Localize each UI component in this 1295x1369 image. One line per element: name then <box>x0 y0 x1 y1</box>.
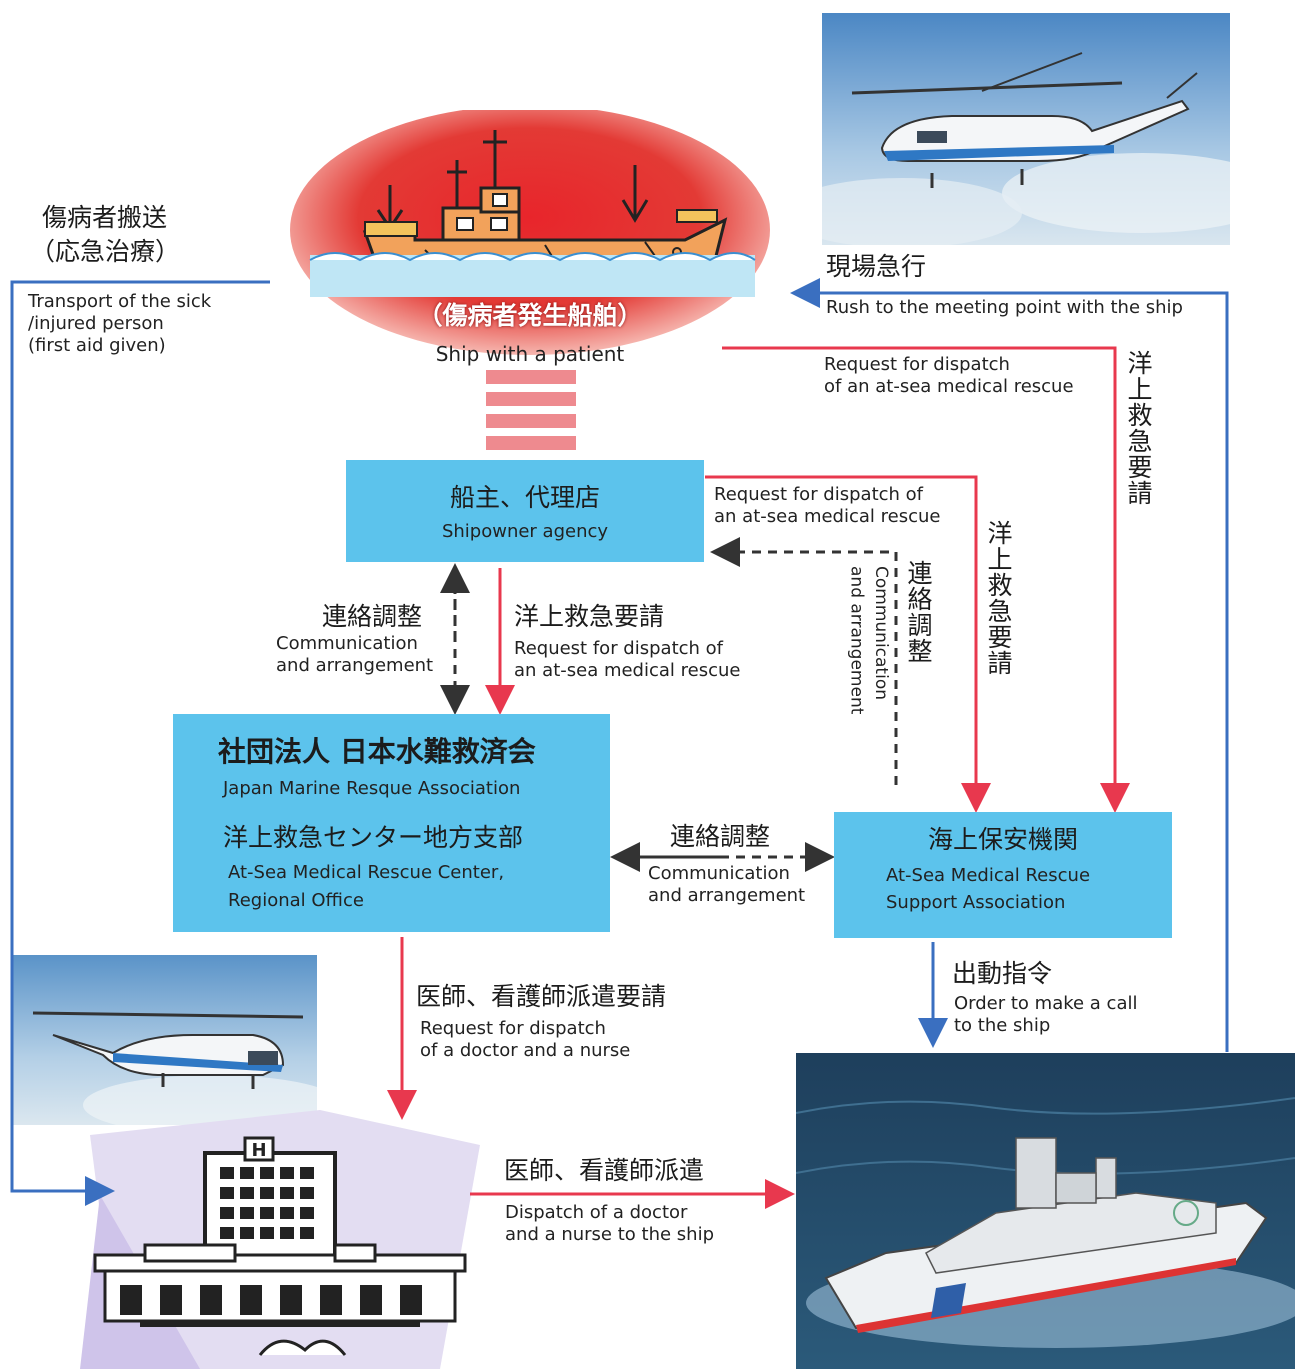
request-mid-en2: an at-sea medical rescue <box>714 506 941 527</box>
comm-horizontal-en1: Communication <box>648 863 790 884</box>
comm-vertical-en-group: Communication and arrangement <box>846 566 891 736</box>
comm-vertical-en1: Communication <box>871 566 891 700</box>
doctor-dispatch-jp: 医師、看護師派遣 <box>504 1156 705 1185</box>
comm-left-jp: 連絡調整 <box>322 602 423 631</box>
request-mid-en1: Request for dispatch of <box>714 484 924 505</box>
jmra-jp2: 洋上救急センター地方支部 <box>223 823 524 852</box>
transport-label-en2: /injured person <box>28 313 164 334</box>
order-en2: to the ship <box>954 1015 1051 1036</box>
request-top-en1: Request for dispatch <box>824 354 1010 375</box>
shipowner-agency-en: Shipowner agency <box>441 521 609 542</box>
request-down-jp: 洋上救急要請 <box>514 602 665 631</box>
transport-label-en3: (first aid given) <box>28 335 166 356</box>
comm-vertical-en2: and arrangement <box>846 566 867 715</box>
jmra-en2-line1: At-Sea Medical Rescue Center, <box>228 862 505 883</box>
hospital-illustration: H <box>80 1110 480 1369</box>
ship-illustration <box>290 110 770 355</box>
transport-label-jp2: （応急治療） <box>30 237 181 266</box>
comm-left-en2: and arrangement <box>276 655 434 676</box>
coastguard-en-line2: Support Association <box>886 892 1066 913</box>
request-top-en2: of an at-sea medical rescue <box>824 376 1074 397</box>
rush-label-jp: 現場急行 <box>826 252 927 281</box>
comm-horizontal-en2: and arrangement <box>648 885 806 906</box>
jmra-en1: Japan Marine Resque Association <box>223 778 521 799</box>
comm-left-en1: Communication <box>276 633 418 654</box>
comm-horizontal-jp: 連絡調整 <box>670 822 771 851</box>
rush-label-en: Rush to the meeting point with the ship <box>826 297 1183 318</box>
request-down-en1: Request for dispatch of <box>514 638 724 659</box>
transport-label-en1: Transport of the sick <box>28 291 212 312</box>
doctor-request-en2: of a doctor and a nurse <box>420 1040 631 1061</box>
patrol-ship-photo <box>796 1053 1295 1369</box>
ship-node-jp: （傷病者発生船舶） <box>417 301 643 330</box>
comm-vertical-jp: 連絡調整 <box>904 560 933 664</box>
ship-node-en: Ship with a patient <box>435 342 625 366</box>
request-top-jp-vertical: 洋上救急要請 <box>1124 350 1153 506</box>
doctor-dispatch-en1: Dispatch of a doctor <box>505 1202 688 1223</box>
jmra-box: 社団法人 日本水難救済会 Japan Marine Resque Associa… <box>173 714 610 932</box>
order-jp: 出動指令 <box>952 959 1053 988</box>
shipowner-agency-box: 船主、代理店 Shipowner agency <box>346 460 704 562</box>
transport-label-jp1: 傷病者搬送 <box>42 203 168 232</box>
coastguard-box: 海上保安機関 At-Sea Medical Rescue Support Ass… <box>834 812 1172 938</box>
jmra-en2-line2: Regional Office <box>228 890 364 911</box>
helicopter-photo-left <box>13 955 317 1125</box>
hospital-sign: H <box>251 1140 266 1161</box>
shipowner-agency-jp: 船主、代理店 <box>449 483 600 512</box>
connector-bars <box>486 370 576 460</box>
request-down-en2: an at-sea medical rescue <box>514 660 741 681</box>
jmra-jp1: 社団法人 日本水難救済会 <box>218 735 536 768</box>
coastguard-en-line1: At-Sea Medical Rescue <box>886 865 1091 886</box>
request-mid-jp-vertical: 洋上救急要請 <box>984 520 1013 676</box>
order-en1: Order to make a call <box>954 993 1138 1014</box>
doctor-request-en1: Request for dispatch <box>420 1018 606 1039</box>
coastguard-jp: 海上保安機関 <box>927 825 1078 854</box>
doctor-dispatch-en2: and a nurse to the ship <box>505 1224 714 1245</box>
helicopter-photo-top <box>822 13 1230 245</box>
doctor-request-jp: 医師、看護師派遣要請 <box>416 982 667 1011</box>
